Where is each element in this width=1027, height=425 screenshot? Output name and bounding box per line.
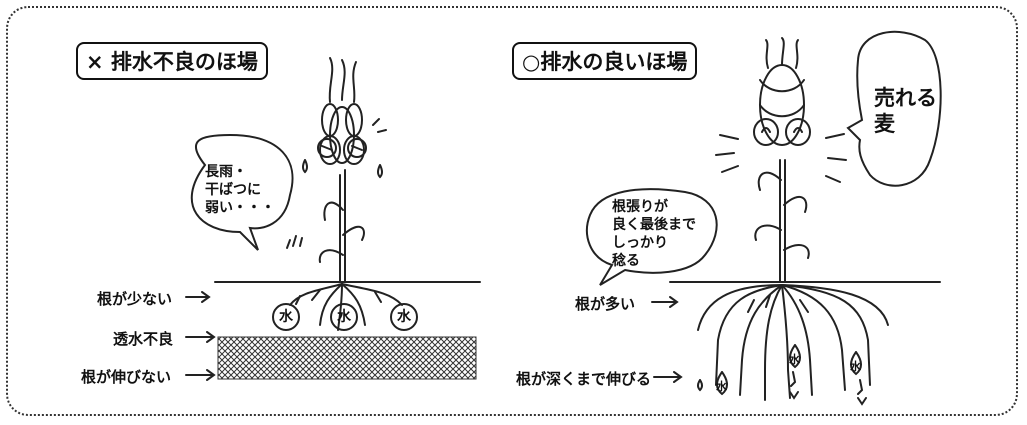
bubble-line: 干ばつに bbox=[205, 182, 261, 198]
water-drop-1 bbox=[716, 371, 728, 396]
water-label: 水 bbox=[279, 309, 293, 325]
left-wheat-head bbox=[317, 57, 367, 165]
bubble-line: 麦 bbox=[874, 112, 895, 136]
right-wheat-head bbox=[753, 37, 811, 146]
sell-bubble bbox=[846, 30, 942, 187]
water-label: 水 bbox=[789, 353, 800, 366]
bubble-line: 良く最後まで bbox=[612, 217, 696, 233]
bubble-line: 弱い・・・ bbox=[205, 200, 275, 216]
bubble-line: 売れる bbox=[874, 86, 937, 110]
arrow-deep-roots bbox=[653, 371, 683, 383]
water-circle-1 bbox=[272, 303, 300, 331]
water-circle-2 bbox=[330, 303, 358, 331]
right-title: ○排水の良いほ場 bbox=[512, 42, 698, 80]
label-many-roots: 根が多い bbox=[575, 295, 636, 313]
water-label: 水 bbox=[850, 360, 861, 373]
water-label: 水 bbox=[397, 309, 411, 325]
shine-lines bbox=[715, 133, 847, 183]
roots-bubble bbox=[586, 188, 718, 286]
water-drop-3 bbox=[850, 351, 862, 376]
arrow-not-extending bbox=[185, 369, 216, 381]
left-leaf bbox=[323, 201, 344, 221]
bubble-line: 長雨・ bbox=[205, 164, 247, 180]
roots-bubble-text: 根張りが 良く最後まで しっかり 稔る bbox=[612, 198, 696, 270]
water-drop-2 bbox=[789, 344, 801, 369]
drop bbox=[302, 159, 308, 174]
left-bubble-text: 長雨・ 干ばつに 弱い・・・ bbox=[205, 163, 275, 217]
left-title: × 排水不良のほ場 bbox=[76, 42, 268, 80]
left-roots bbox=[289, 283, 343, 306]
arrow-many-roots bbox=[651, 296, 679, 308]
dotted-frame bbox=[6, 6, 1018, 416]
sell-bubble-text: 売れる 麦 bbox=[874, 85, 937, 137]
arrow-drainage bbox=[185, 331, 216, 343]
bubble-line: しっかり bbox=[612, 235, 668, 251]
bubble-line: 稔る bbox=[612, 253, 640, 269]
arrow-few-roots bbox=[185, 291, 211, 303]
water-label: 水 bbox=[337, 309, 351, 325]
bubble-line: 根張りが bbox=[612, 199, 668, 215]
label-few-roots: 根が少ない bbox=[97, 290, 173, 308]
label-roots-not-extending: 根が伸びない bbox=[81, 368, 172, 386]
label-poor-drainage: 透水不良 bbox=[113, 330, 174, 348]
label-deep-roots: 根が深くまで伸びる bbox=[516, 370, 652, 388]
water-circle-3 bbox=[390, 303, 418, 331]
right-roots bbox=[697, 284, 889, 401]
left-bubble bbox=[190, 133, 294, 251]
water-label: 水 bbox=[716, 380, 727, 393]
impermeable-layer bbox=[217, 336, 477, 380]
